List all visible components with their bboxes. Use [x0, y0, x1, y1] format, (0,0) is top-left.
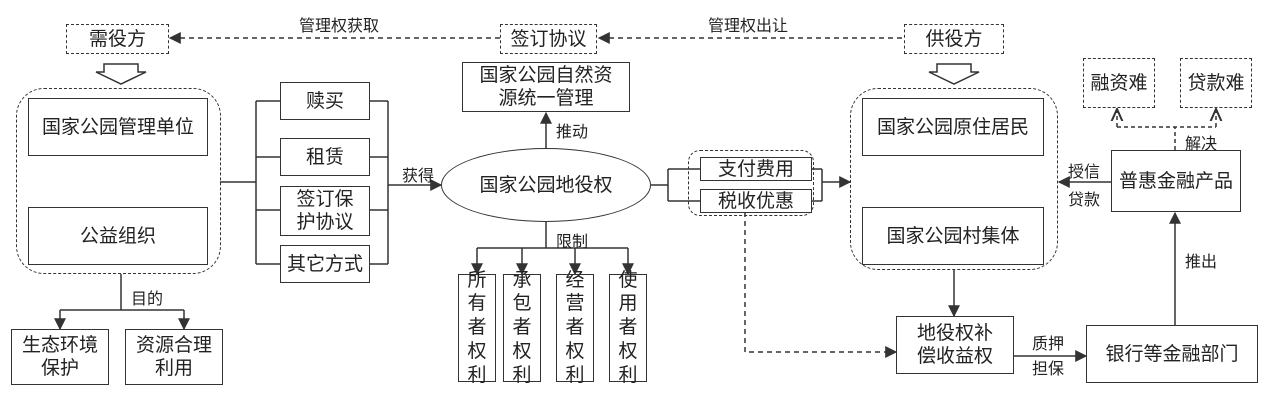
sign-protection-agreement-label: 签订保护协议: [296, 188, 354, 233]
owner-rights-box: 所有者权利: [458, 269, 496, 386]
supply-side-label: 供役方: [925, 27, 983, 50]
bank-finance-box: 银行等金融部门: [1086, 325, 1258, 383]
other-methods-label: 其它方式: [286, 252, 363, 275]
easement-compensation-right-box: 地役权补偿收益权: [896, 316, 1014, 374]
rational-use-box: 资源合理利用: [125, 329, 223, 385]
restrict-label: 限制: [556, 232, 589, 251]
other-methods-box: 其它方式: [280, 245, 370, 283]
hollow-arrow-demand: [95, 63, 147, 85]
mgmt-acquire-label: 管理权获取: [299, 16, 380, 35]
inclusive-finance-box: 普惠金融产品: [1111, 150, 1241, 212]
supply-group: [850, 88, 1058, 270]
easement-compensation-right-label: 地役权补偿收益权: [916, 322, 993, 367]
payment-group: [688, 150, 814, 216]
easement-core-label: 国家公园地役权: [479, 173, 613, 196]
demand-side-label: 需役方: [88, 27, 146, 50]
sign-agreement-label: 签订协议: [510, 27, 587, 50]
eco-protection-box: 生态环境保护: [11, 329, 109, 385]
sign-protection-agreement-box: 签订保护协议: [280, 186, 370, 236]
pledge-label-line2: 担保: [1032, 359, 1065, 378]
hollow-arrow-supply: [928, 63, 980, 85]
unified-management-box: 国家公园自然资源统一管理: [462, 62, 630, 112]
original-residents-label: 国家公园原住居民: [876, 115, 1029, 138]
public-welfare-org-label: 公益组织: [79, 224, 156, 247]
redeem-label: 赎买: [305, 89, 344, 112]
pledge-label-line1: 质押: [1032, 334, 1065, 353]
inclusive-finance-label: 普惠金融产品: [1118, 169, 1233, 192]
user-rights-box: 使用者权利: [609, 269, 647, 386]
owner-rights-label: 所有者权利: [467, 268, 487, 386]
tax-preference-label: 税收优惠: [717, 189, 794, 212]
credit-label-line2: 贷款: [1068, 190, 1101, 209]
rational-use-label: 资源合理利用: [136, 334, 213, 379]
solve-label: 解决: [1185, 134, 1218, 153]
operator-rights-label: 经营者权利: [565, 268, 585, 386]
park-management-unit-label: 国家公园管理单位: [41, 115, 194, 138]
village-collective-label: 国家公园村集体: [886, 224, 1020, 247]
user-rights-label: 使用者权利: [618, 268, 638, 386]
unified-management-label: 国家公园自然资源统一管理: [479, 64, 613, 109]
loan-difficulty-label: 贷款难: [1187, 71, 1245, 94]
launch-label: 推出: [1185, 252, 1218, 271]
financing-difficulty-box: 融资难: [1083, 58, 1155, 108]
eco-protection-label: 生态环境保护: [22, 334, 99, 379]
promote-label: 推动: [556, 122, 589, 141]
financing-difficulty-label: 融资难: [1090, 71, 1148, 94]
contractor-rights-box: 承包者权利: [503, 269, 541, 386]
demand-group: [16, 88, 221, 274]
obtain-label: 获得: [402, 166, 435, 185]
public-welfare-org-box: 公益组织: [28, 207, 208, 265]
village-collective-box: 国家公园村集体: [862, 207, 1044, 265]
purpose-label: 目的: [131, 289, 164, 308]
lease-box: 租赁: [280, 138, 370, 176]
easement-core-ellipse: 国家公园地役权: [441, 148, 651, 222]
original-residents-box: 国家公园原住居民: [862, 98, 1044, 156]
pay-fee-label: 支付费用: [717, 157, 794, 180]
demand-side-box: 需役方: [66, 24, 169, 54]
contractor-rights-label: 承包者权利: [512, 268, 532, 386]
mgmt-transfer-label: 管理权出让: [708, 16, 789, 35]
sign-agreement-box: 签订协议: [500, 24, 597, 54]
supply-side-box: 供役方: [904, 24, 1004, 54]
pay-fee-box: 支付费用: [700, 157, 812, 181]
redeem-box: 赎买: [280, 82, 370, 120]
lease-label: 租赁: [305, 145, 344, 168]
operator-rights-box: 经营者权利: [556, 269, 594, 386]
park-management-unit-box: 国家公园管理单位: [28, 98, 208, 156]
credit-label-line1: 授信: [1068, 162, 1101, 181]
loan-difficulty-box: 贷款难: [1180, 58, 1252, 108]
tax-preference-box: 税收优惠: [700, 189, 812, 213]
bank-finance-label: 银行等金融部门: [1105, 342, 1239, 365]
